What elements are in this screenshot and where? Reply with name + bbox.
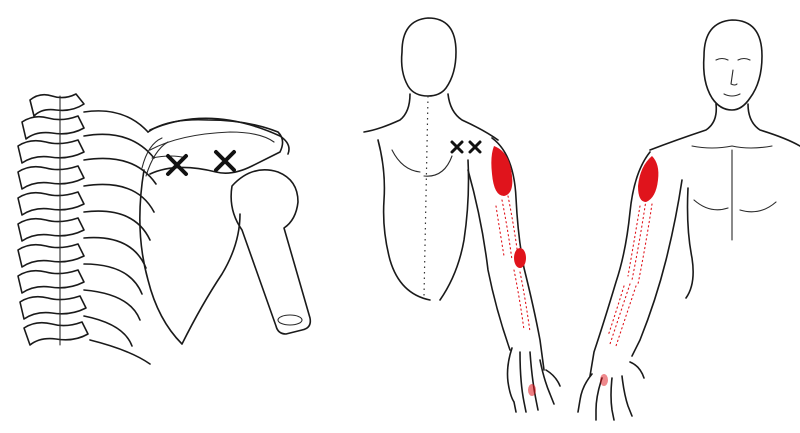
torso-left-edge bbox=[378, 140, 430, 300]
hand-front bbox=[578, 362, 644, 420]
clavicle-sternum-front bbox=[692, 146, 772, 240]
pain-referral-front bbox=[600, 156, 658, 386]
trigger-point-marks-back bbox=[452, 142, 480, 152]
left-shoulder-front bbox=[748, 104, 800, 146]
arm-back-inner bbox=[468, 170, 510, 350]
trigger-point-x-icon bbox=[168, 156, 186, 174]
pain-zone-shoulder-front bbox=[638, 156, 658, 202]
pain-zone-hand bbox=[528, 384, 536, 396]
spine-dotted-line bbox=[424, 96, 428, 296]
skeleton-panel bbox=[18, 94, 310, 364]
pain-zone-shoulder bbox=[491, 146, 512, 196]
rib-cage bbox=[84, 111, 156, 364]
pain-zone-hand-front bbox=[600, 374, 608, 386]
face-features bbox=[716, 59, 750, 97]
front-view-panel bbox=[578, 20, 800, 420]
spine-vertebrae bbox=[18, 94, 88, 345]
clavicle bbox=[150, 118, 289, 154]
pain-zone-elbow bbox=[514, 248, 526, 268]
head-back bbox=[402, 18, 456, 96]
trigger-point-x-icon bbox=[216, 152, 234, 170]
right-shoulder-line bbox=[448, 94, 498, 140]
trigger-point-marks-skeleton bbox=[168, 152, 234, 174]
torso-right-edge bbox=[440, 160, 469, 300]
left-shoulder-line bbox=[364, 94, 410, 132]
right-shoulder-front bbox=[650, 104, 716, 150]
back-view-panel bbox=[364, 18, 560, 412]
trigger-point-x-icon bbox=[452, 142, 462, 152]
scapula bbox=[140, 120, 283, 344]
scapula-contours bbox=[392, 150, 452, 176]
trigger-point-x-icon bbox=[470, 142, 480, 152]
chest-contours bbox=[694, 200, 776, 212]
pain-referral-back bbox=[491, 146, 536, 396]
torso-front-edge bbox=[686, 188, 693, 298]
hand-back bbox=[508, 348, 561, 412]
humerus bbox=[231, 170, 310, 334]
